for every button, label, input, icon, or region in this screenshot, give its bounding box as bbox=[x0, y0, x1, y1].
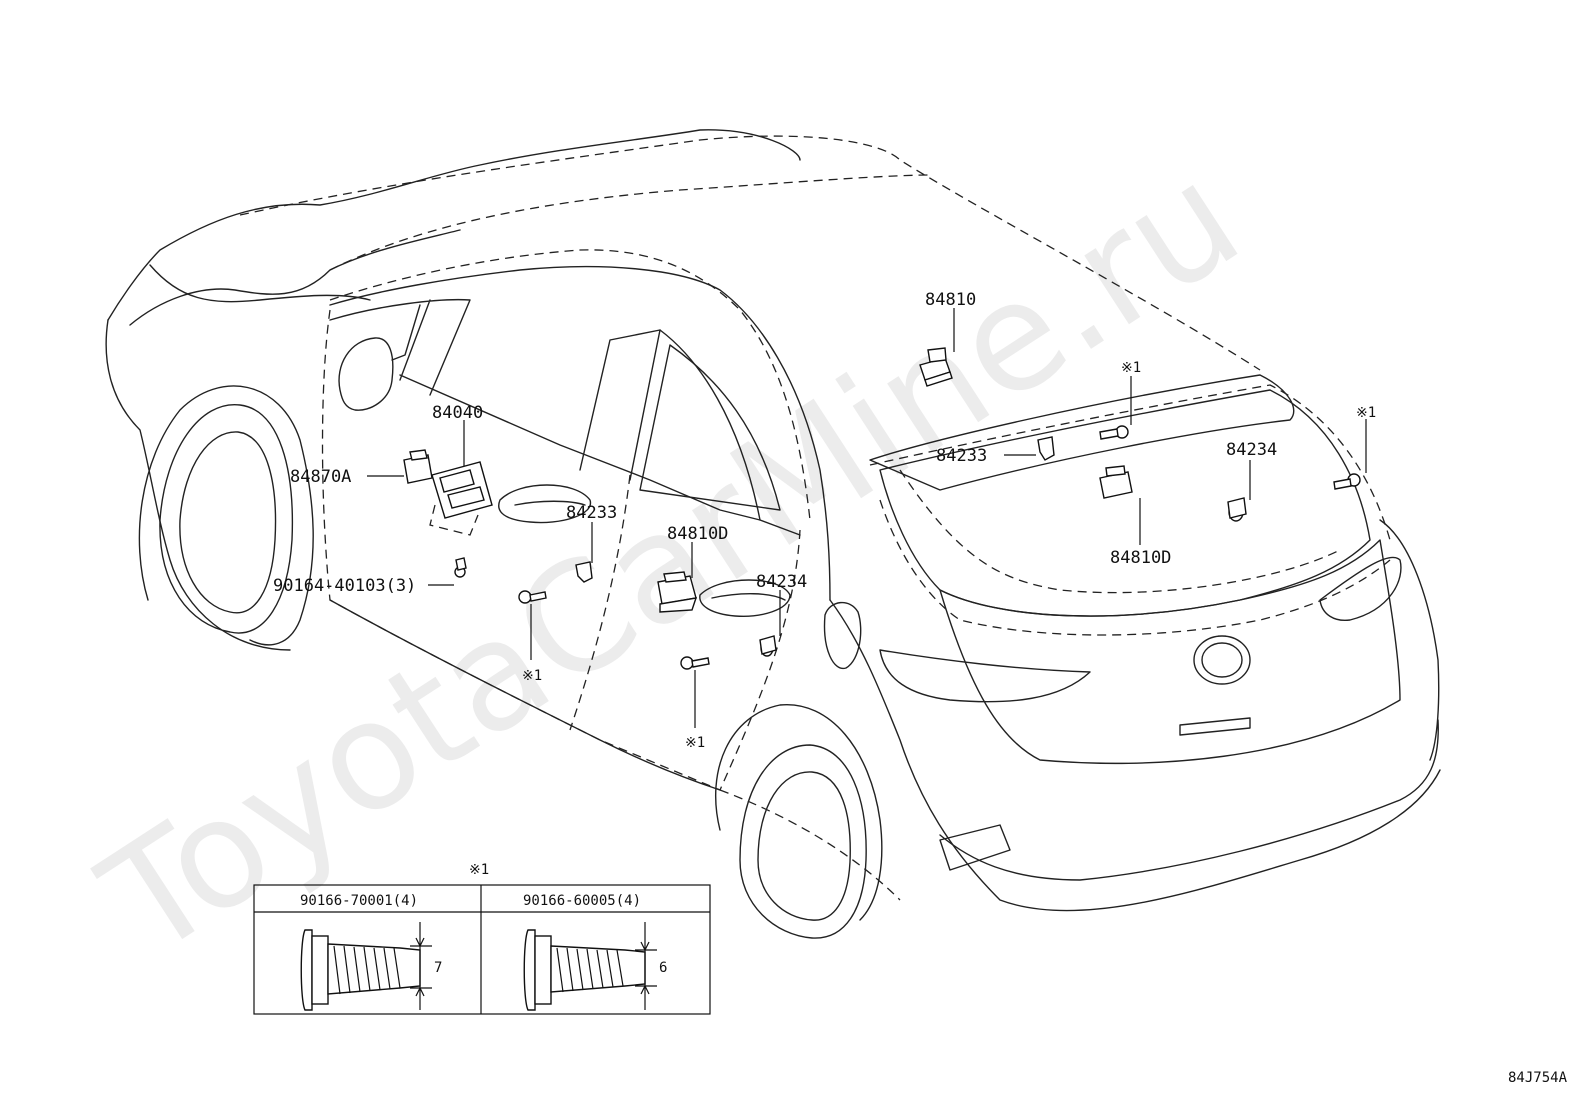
rear-window-dashed bbox=[869, 384, 1391, 541]
part-84810D-rear-switch bbox=[1099, 465, 1133, 499]
part-screw-front-a bbox=[518, 590, 547, 604]
rear-emblem bbox=[1193, 635, 1251, 685]
inset-note-mark: ※1 bbox=[469, 862, 489, 878]
callout-84233-rear: 84233 bbox=[936, 446, 987, 466]
front-door-rear-edge bbox=[569, 474, 631, 731]
rear-door-rear-edge bbox=[719, 529, 801, 791]
lower-body-dashed bbox=[719, 789, 901, 901]
fuel-flap bbox=[823, 601, 862, 670]
rear-wheel bbox=[739, 744, 867, 939]
front-window-frame bbox=[329, 298, 471, 396]
part-84870A-switch bbox=[403, 449, 433, 484]
callout-84234-front: 84234 bbox=[756, 572, 807, 592]
rear-emblem-inner bbox=[1201, 642, 1243, 678]
hood-outline bbox=[107, 129, 801, 321]
front-wheel-inner bbox=[179, 431, 277, 614]
rear-quarter bbox=[829, 599, 1441, 912]
tail-light-left bbox=[879, 649, 1091, 703]
inset-col1-header: 90166-70001(4) bbox=[300, 893, 418, 909]
watermark: ToyotaCarMine.ru bbox=[74, 131, 1269, 991]
bolt-2-dimension: 6 bbox=[659, 960, 667, 976]
part-84040-master-switch bbox=[429, 461, 493, 536]
roof-spoiler bbox=[869, 374, 1295, 491]
bolt-90166-70001: 7 bbox=[300, 922, 442, 1011]
front-door-handle-recess bbox=[498, 484, 592, 524]
front-door-handle bbox=[514, 500, 586, 506]
part-84234-front-clip bbox=[759, 635, 777, 657]
part-84234-rear-clip bbox=[1227, 497, 1247, 522]
rear-door-handle-recess bbox=[699, 579, 791, 617]
b-pillar bbox=[579, 329, 661, 481]
car-body bbox=[105, 129, 1441, 939]
part-screw-front-b bbox=[680, 656, 710, 670]
back-door-dashed bbox=[899, 469, 1341, 594]
note-mark-a: ※1 bbox=[522, 668, 542, 684]
tailgate bbox=[939, 539, 1401, 765]
roof-outline-dashed bbox=[239, 135, 1261, 371]
door-outline-dashed bbox=[321, 309, 721, 791]
rear-right-corner bbox=[1379, 519, 1440, 761]
tail-light-right bbox=[1319, 556, 1402, 622]
note-mark-b: ※1 bbox=[685, 735, 705, 751]
leader-lines bbox=[367, 308, 1367, 728]
callout-84870A: 84870A bbox=[290, 467, 351, 487]
rear-wheel-inner bbox=[757, 771, 851, 921]
callout-84234-rear: 84234 bbox=[1226, 440, 1277, 460]
side-sill bbox=[329, 599, 721, 791]
part-84810-switch bbox=[919, 347, 953, 387]
dashed-outlines bbox=[239, 135, 1391, 901]
windshield-base bbox=[149, 264, 371, 303]
rear-bumper bbox=[939, 719, 1439, 881]
parts bbox=[403, 347, 1361, 670]
diagram-code: 84J754A bbox=[1508, 1070, 1568, 1086]
hood-crease bbox=[129, 229, 461, 326]
mirror-stalk bbox=[391, 304, 421, 361]
inset-col2-header: 90166-60005(4) bbox=[523, 893, 641, 909]
c-pillar bbox=[659, 329, 761, 521]
belt-line bbox=[399, 374, 801, 536]
part-84233-front-bracket bbox=[575, 561, 593, 583]
fastener-inset: ※1 90166-70001(4) 90166-60005(4) 7 bbox=[253, 862, 711, 1015]
front-fender bbox=[105, 319, 291, 651]
callout-84233-front: 84233 bbox=[566, 503, 617, 523]
part-90164-screw bbox=[454, 557, 467, 578]
roof-rail bbox=[329, 265, 831, 601]
part-screw-rear-b bbox=[1333, 473, 1361, 490]
license-plate-recess bbox=[1179, 717, 1251, 736]
callouts: 84810 84040 84870A 84233 84810D 84234 90… bbox=[273, 290, 1376, 751]
callout-84040: 84040 bbox=[432, 403, 483, 423]
part-screw-rear-a bbox=[1099, 425, 1129, 440]
bumper-reflector bbox=[939, 824, 1011, 871]
front-wheel-arch bbox=[138, 385, 314, 646]
front-wheel bbox=[159, 404, 294, 634]
callout-90164-40103: 90164-40103(3) bbox=[273, 576, 416, 596]
bolt-1-dimension: 7 bbox=[434, 960, 442, 976]
side-mirror bbox=[338, 337, 394, 411]
rear-door-window bbox=[639, 344, 781, 511]
callout-84810D-rear: 84810D bbox=[1110, 548, 1171, 568]
rear-window bbox=[879, 389, 1371, 617]
window-frame-dashed bbox=[329, 249, 811, 521]
note-mark-c: ※1 bbox=[1121, 360, 1141, 376]
part-84233-rear-bracket bbox=[1037, 436, 1055, 461]
rear-wheel-arch bbox=[715, 704, 883, 921]
bolt-90166-60005: 6 bbox=[523, 922, 667, 1011]
note-mark-d: ※1 bbox=[1356, 405, 1376, 421]
roof-side-dashed bbox=[329, 174, 931, 271]
callout-84810D-front: 84810D bbox=[667, 524, 728, 544]
part-84810D-front-switch bbox=[657, 571, 698, 613]
callout-84810: 84810 bbox=[925, 290, 976, 310]
tailgate-dashed bbox=[879, 499, 1391, 636]
